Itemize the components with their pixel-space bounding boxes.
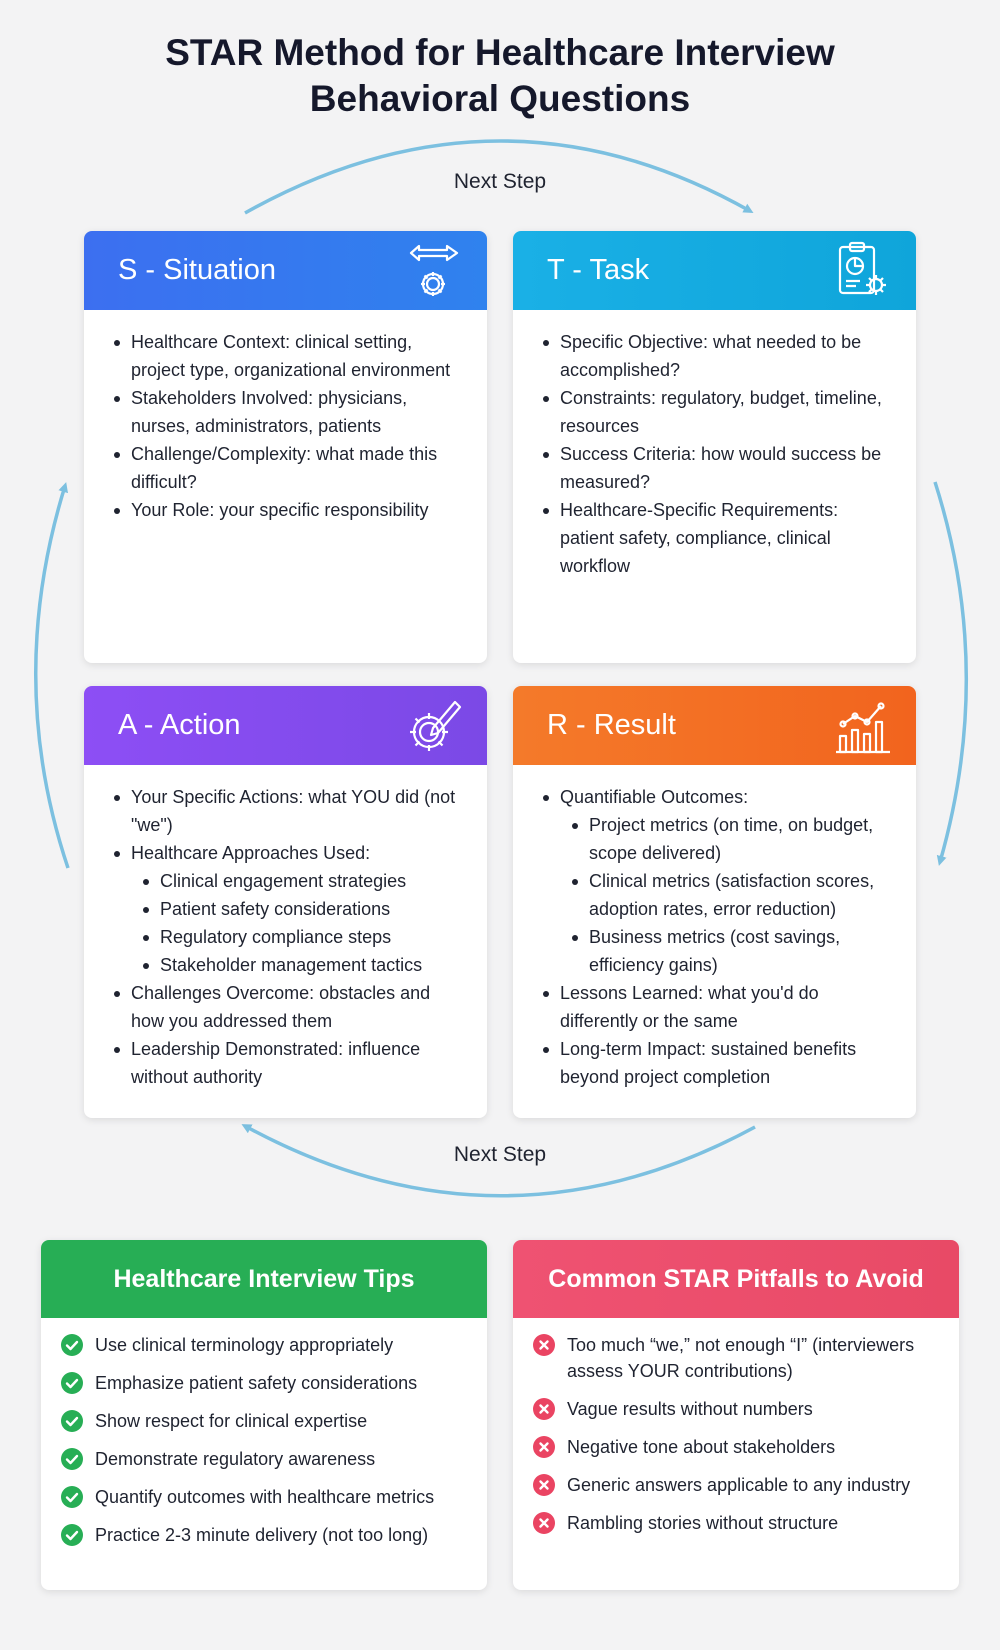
tip-item: Demonstrate regulatory awareness (61, 1446, 467, 1472)
action-sub-item: Regulatory compliance steps (139, 923, 465, 951)
tip-text: Show respect for clinical expertise (95, 1411, 368, 1431)
action-item: Your Specific Actions: what YOU did (not… (110, 783, 465, 839)
title-line-1: STAR Method for Healthcare Interview (165, 32, 835, 73)
gear-pencil-icon (410, 700, 462, 751)
next-step-label-top: Next Step (453, 170, 547, 193)
pitfall-text: Vague results without numbers (567, 1399, 813, 1419)
situation-item: Healthcare Context: clinical setting, pr… (110, 328, 465, 384)
cross-icon (533, 1398, 555, 1420)
task-item: Constraints: regulatory, budget, timelin… (539, 384, 894, 440)
action-item-label: Healthcare Approaches Used: (131, 843, 371, 863)
task-card: T - Task Specific Objective: what needed… (513, 231, 916, 663)
next-step-label-bottom: Next Step (453, 1143, 547, 1166)
action-sub-item: Patient safety considerations (139, 895, 465, 923)
pitfalls-card: Common STAR Pitfalls to Avoid Too much “… (513, 1240, 959, 1590)
tip-item: Show respect for clinical expertise (61, 1408, 467, 1434)
tip-text: Emphasize patient safety considerations (95, 1373, 418, 1393)
tip-text: Demonstrate regulatory awareness (95, 1449, 376, 1469)
bar-chart-trend-icon (836, 702, 890, 754)
tip-item: Practice 2-3 minute delivery (not too lo… (61, 1522, 467, 1548)
title-line-2: Behavioral Questions (309, 78, 691, 119)
page-title: STAR Method for Healthcare Interview Beh… (0, 30, 1000, 122)
check-icon (61, 1448, 83, 1470)
arrow-right (933, 481, 968, 866)
action-item: Leadership Demonstrated: influence witho… (110, 1035, 465, 1091)
situation-item: Stakeholders Involved: physicians, nurse… (110, 384, 465, 440)
arrow-left (34, 482, 70, 869)
result-item-label: Quantifiable Outcomes: (560, 787, 749, 807)
action-item: Challenges Overcome: obstacles and how y… (110, 979, 465, 1035)
pitfall-item: Too much “we,” not enough “I” (interview… (533, 1332, 939, 1384)
arrow-bottom (241, 1124, 756, 1198)
pitfall-text: Rambling stories without structure (567, 1513, 839, 1533)
result-item: Quantifiable Outcomes: Project metrics (… (539, 783, 894, 979)
result-header: R - Result (513, 686, 916, 765)
result-sub-item: Business metrics (cost savings, efficien… (568, 923, 894, 979)
tip-item: Emphasize patient safety considerations (61, 1370, 467, 1396)
situation-title: S - Situation (118, 254, 276, 286)
action-header: A - Action (84, 686, 487, 765)
action-title: A - Action (118, 709, 241, 741)
tips-card: Healthcare Interview Tips Use clinical t… (41, 1240, 487, 1590)
pitfall-text: Generic answers applicable to any indust… (567, 1475, 911, 1495)
task-header: T - Task (513, 231, 916, 310)
pitfall-item: Rambling stories without structure (533, 1510, 939, 1536)
action-sub-item: Clinical engagement strategies (139, 867, 465, 895)
task-title: T - Task (547, 254, 650, 286)
tips-title: Healthcare Interview Tips (41, 1240, 487, 1318)
result-item: Long-term Impact: sustained benefits bey… (539, 1035, 894, 1091)
situation-header: S - Situation (84, 231, 487, 310)
task-item: Success Criteria: how would success be m… (539, 440, 894, 496)
check-icon (61, 1410, 83, 1432)
tip-text: Practice 2-3 minute delivery (not too lo… (95, 1525, 429, 1545)
action-card: A - Action Your Specific Actions: what Y… (84, 686, 487, 1118)
pitfalls-title: Common STAR Pitfalls to Avoid (513, 1240, 959, 1318)
result-card: R - Result Quantifiable Outcomes: Projec… (513, 686, 916, 1118)
result-sub-item: Project metrics (on time, on budget, sco… (568, 811, 894, 867)
tip-item: Use clinical terminology appropriately (61, 1332, 467, 1358)
cross-icon (533, 1436, 555, 1458)
tip-item: Quantify outcomes with healthcare metric… (61, 1484, 467, 1510)
check-icon (61, 1372, 83, 1394)
situation-item: Challenge/Complexity: what made this dif… (110, 440, 465, 496)
arrows-gear-icon (409, 244, 459, 296)
situation-card: S - Situation Healthcare Context: clinic… (84, 231, 487, 663)
pitfall-text: Negative tone about stakeholders (567, 1437, 836, 1457)
cross-icon (533, 1334, 555, 1356)
pitfall-text: Too much “we,” not enough “I” (interview… (567, 1335, 915, 1381)
result-title: R - Result (547, 709, 676, 741)
clipboard-chart-gear-icon (838, 241, 886, 295)
check-icon (61, 1486, 83, 1508)
pitfall-item: Generic answers applicable to any indust… (533, 1472, 939, 1498)
action-item: Healthcare Approaches Used: Clinical eng… (110, 839, 465, 979)
arrow-top (244, 139, 754, 215)
pitfall-item: Vague results without numbers (533, 1396, 939, 1422)
result-item: Lessons Learned: what you'd do different… (539, 979, 894, 1035)
task-item: Specific Objective: what needed to be ac… (539, 328, 894, 384)
situation-item: Your Role: your specific responsibility (110, 496, 465, 524)
result-sub-item: Clinical metrics (satisfaction scores, a… (568, 867, 894, 923)
task-item: Healthcare-Specific Requirements: patien… (539, 496, 894, 580)
tip-text: Quantify outcomes with healthcare metric… (95, 1487, 435, 1507)
cross-icon (533, 1512, 555, 1534)
check-icon (61, 1524, 83, 1546)
check-icon (61, 1334, 83, 1356)
action-sub-item: Stakeholder management tactics (139, 951, 465, 979)
pitfall-item: Negative tone about stakeholders (533, 1434, 939, 1460)
cross-icon (533, 1474, 555, 1496)
tip-text: Use clinical terminology appropriately (95, 1335, 394, 1355)
